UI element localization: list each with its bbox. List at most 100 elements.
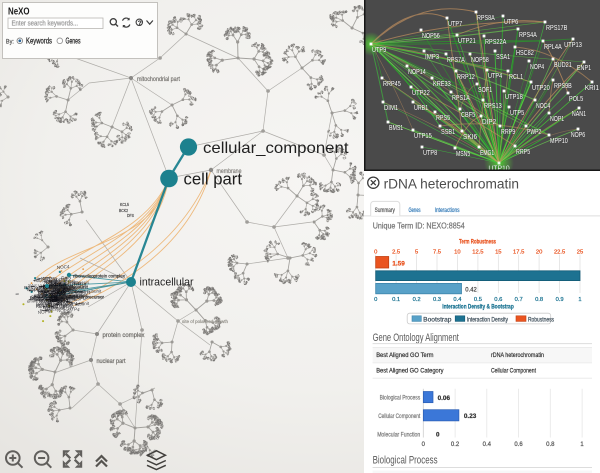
svg-text:SSB1: SSB1 (441, 129, 455, 136)
svg-text:DIP2: DIP2 (58, 287, 69, 293)
svg-text:DBP4: DBP4 (52, 294, 65, 301)
svg-text:UTP6: UTP6 (43, 303, 55, 309)
svg-text:KRR1: KRR1 (76, 293, 89, 299)
svg-text:tRNA: tRNA (30, 294, 41, 300)
svg-text:RRP36: RRP36 (54, 295, 70, 302)
svg-text:BCK2: BCK2 (119, 208, 129, 213)
svg-text:preribosome: preribosome (30, 295, 56, 302)
svg-text:SAS10: SAS10 (28, 283, 43, 289)
svg-text:Genes: Genes (409, 207, 421, 214)
svg-text:Best Aligned GO Category: Best Aligned GO Category (376, 367, 444, 374)
svg-text:RPS5: RPS5 (61, 289, 74, 295)
svg-text:HSC82: HSC82 (516, 50, 534, 57)
svg-text:RPS1A: RPS1A (53, 285, 68, 290)
svg-text:UTP6: UTP6 (504, 19, 518, 26)
svg-text:1: 1 (578, 297, 581, 303)
svg-text:KRR1: KRR1 (50, 282, 63, 288)
svg-text:snoRNA binding: snoRNA binding (50, 292, 83, 299)
svg-text:Best Aligned GO Term: Best Aligned GO Term (376, 352, 434, 359)
svg-text:small subunit: small subunit (56, 289, 83, 294)
svg-text:RRP36: RRP36 (62, 285, 77, 291)
svg-text:0.23: 0.23 (464, 413, 477, 420)
svg-text:URB1: URB1 (414, 105, 428, 112)
svg-text:FAF1: FAF1 (46, 279, 58, 285)
svg-text:NAN1: NAN1 (43, 283, 56, 288)
svg-text:small subunit: small subunit (75, 289, 102, 294)
svg-text:RPS7A: RPS7A (447, 57, 465, 64)
svg-text:cellular_component: cellular_component (203, 140, 349, 157)
svg-text:PWP2: PWP2 (40, 292, 54, 299)
svg-text:0.1: 0.1 (392, 297, 400, 303)
svg-text:box C/D snoRNP: box C/D snoRNP (37, 287, 71, 293)
svg-text:NOP6: NOP6 (571, 132, 585, 139)
svg-text:0: 0 (436, 432, 440, 439)
svg-text:SAS10: SAS10 (40, 300, 55, 305)
svg-text:12.5: 12.5 (472, 249, 483, 255)
svg-text:MPP10: MPP10 (550, 138, 568, 145)
svg-text:0.4: 0.4 (453, 297, 462, 303)
svg-text:ENP1: ENP1 (577, 65, 591, 72)
svg-text:1: 1 (580, 442, 584, 448)
svg-text:0.6: 0.6 (514, 442, 523, 448)
svg-text:NOP56: NOP56 (44, 280, 59, 285)
svg-text:small subunit: small subunit (63, 301, 90, 308)
svg-text:Genes: Genes (66, 36, 81, 45)
svg-text:0.3: 0.3 (433, 297, 441, 303)
svg-text:NAN1: NAN1 (38, 290, 51, 296)
svg-text:20: 20 (536, 249, 542, 255)
svg-text:UTP4: UTP4 (68, 306, 80, 312)
svg-text:Interaction Density & Bootstra: Interaction Density & Bootstrap (442, 303, 514, 310)
svg-text:EMG1: EMG1 (480, 150, 494, 157)
svg-text:?: ? (138, 20, 142, 27)
svg-text:UTP4: UTP4 (66, 294, 78, 300)
svg-text:0.7: 0.7 (515, 297, 523, 303)
svg-text:NAN1: NAN1 (55, 284, 68, 289)
svg-text:preribosome: preribosome (51, 293, 77, 299)
svg-text:NAN1: NAN1 (572, 111, 586, 118)
svg-text:FAF1: FAF1 (57, 297, 69, 304)
svg-text:Term Robustness: Term Robustness (459, 238, 496, 245)
svg-text:PWP2: PWP2 (43, 285, 57, 292)
svg-text:MPP10: MPP10 (38, 290, 53, 295)
svg-text:NeXO: NeXO (8, 6, 30, 18)
svg-text:UTP4: UTP4 (70, 282, 82, 287)
svg-text:NOC4: NOC4 (63, 284, 77, 291)
svg-text:SAS10: SAS10 (36, 297, 51, 303)
svg-text:0.2: 0.2 (413, 297, 421, 303)
svg-text:RPS5: RPS5 (436, 115, 450, 122)
svg-text:Cellular Component: Cellular Component (491, 367, 536, 374)
svg-text:0.42: 0.42 (465, 287, 477, 294)
svg-text:NOC4: NOC4 (57, 264, 70, 270)
svg-text:ribosome biogenesis: ribosome biogenesis (48, 280, 90, 285)
svg-text:RPS4A: RPS4A (519, 32, 537, 39)
svg-text:protein complex: protein complex (103, 332, 146, 339)
svg-text:NOP58: NOP58 (43, 293, 58, 299)
svg-text:NOP4: NOP4 (530, 64, 544, 71)
svg-text:tRNA: tRNA (56, 302, 67, 308)
svg-text:Summary: Summary (375, 207, 396, 214)
svg-text:RPS1A: RPS1A (452, 95, 470, 102)
svg-text:UTP13: UTP13 (564, 42, 582, 49)
svg-text:By:: By: (6, 38, 14, 45)
svg-text:SSA1: SSA1 (496, 54, 510, 61)
svg-text:UTP20: UTP20 (532, 85, 550, 92)
svg-text:KRE33: KRE33 (433, 81, 451, 88)
svg-text:0.6: 0.6 (494, 297, 502, 303)
svg-text:Enter search keywords...: Enter search keywords... (12, 21, 79, 28)
svg-text:2.5: 2.5 (392, 249, 400, 255)
svg-text:SAS10: SAS10 (54, 290, 69, 296)
svg-text:SOF1: SOF1 (478, 87, 492, 94)
svg-text:ESF1: ESF1 (74, 296, 86, 302)
svg-text:RRP12: RRP12 (457, 74, 475, 81)
svg-text:SKI6: SKI6 (463, 134, 477, 141)
svg-text:ribosome: ribosome (46, 295, 65, 301)
svg-text:RPS5: RPS5 (56, 277, 69, 283)
svg-text:0.5: 0.5 (474, 297, 482, 303)
svg-text:NOP58: NOP58 (471, 57, 489, 64)
svg-text:UTP6: UTP6 (51, 302, 63, 308)
svg-text:RRP5: RRP5 (61, 295, 74, 301)
svg-text:RPS22A: RPS22A (485, 39, 507, 46)
svg-text:small subunit precursor: small subunit precursor (58, 295, 104, 300)
svg-text:RPS9B: RPS9B (554, 83, 572, 90)
svg-text:MPP10: MPP10 (42, 294, 58, 301)
